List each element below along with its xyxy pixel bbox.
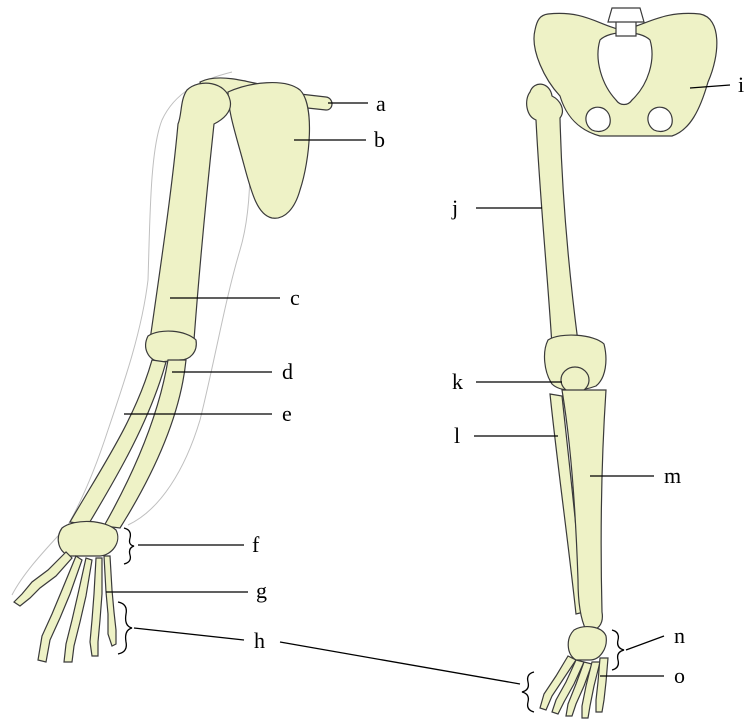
label-n: n <box>674 623 685 648</box>
elbow-joint <box>146 331 197 362</box>
label-d: d <box>282 359 293 384</box>
label-k: k <box>452 369 463 394</box>
label-o: o <box>674 663 685 688</box>
tarsals <box>568 627 606 660</box>
humerus <box>150 83 231 340</box>
line-n <box>626 636 664 650</box>
braces <box>118 528 624 712</box>
label-a: a <box>376 91 386 116</box>
leg-skeleton <box>527 8 717 718</box>
obturator-right <box>648 107 672 131</box>
carpals <box>58 521 118 556</box>
scapula <box>228 83 309 219</box>
brace-h <box>118 602 132 654</box>
arm-skin-outline <box>12 72 250 595</box>
labels: a b c d e f g h i j k l m n o <box>252 72 744 688</box>
label-j: j <box>451 195 458 220</box>
label-f: f <box>252 532 260 557</box>
foot-bones <box>540 656 608 718</box>
femur <box>527 84 578 346</box>
patella <box>561 367 589 393</box>
line-h-foot <box>280 642 520 684</box>
label-i: i <box>738 72 744 97</box>
label-b: b <box>374 127 385 152</box>
label-e: e <box>282 401 292 426</box>
label-c: c <box>290 285 300 310</box>
brace-n <box>612 630 624 670</box>
brace-h-foot <box>522 672 534 712</box>
obturator-left <box>586 107 610 131</box>
label-l: l <box>454 423 460 448</box>
label-g: g <box>256 578 267 603</box>
label-h: h <box>254 628 265 653</box>
line-h <box>134 628 244 640</box>
brace-f <box>124 528 134 564</box>
label-m: m <box>664 463 681 488</box>
